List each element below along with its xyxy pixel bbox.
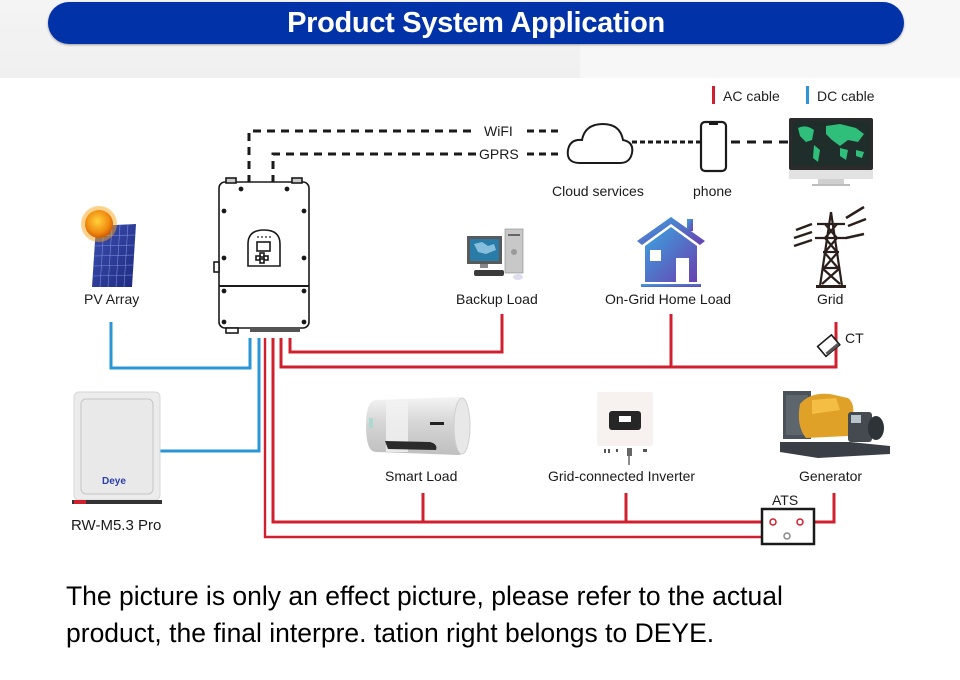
pv-array-icon	[81, 206, 136, 288]
battery-model-label: RW-M5.3 Pro	[71, 517, 161, 534]
legend-ac-label: AC cable	[723, 88, 780, 104]
generator-label: Generator	[799, 468, 862, 484]
phone-icon	[699, 120, 728, 173]
hybrid-inverter-icon	[213, 177, 310, 334]
on-grid-home-load-label: On-Grid Home Load	[605, 291, 731, 307]
ac-cable-ats-load	[263, 338, 785, 539]
ac-cables	[263, 314, 838, 539]
ac-cable-grid	[279, 322, 838, 369]
page-title: Product System Application	[287, 6, 665, 39]
pv-array-label: PV Array	[84, 291, 139, 307]
communication-links	[247, 129, 788, 183]
legend-ac-swatch	[712, 86, 715, 104]
backup-load-label: Backup Load	[456, 291, 538, 307]
ats-label: ATS	[772, 492, 798, 508]
monitor-icon	[789, 118, 873, 186]
battery-brand-logo: Deye	[102, 476, 126, 487]
disclaimer-line-1: The picture is only an effect picture, p…	[66, 581, 783, 611]
ats-switch-icon	[760, 507, 816, 546]
legend-dc-swatch	[806, 86, 809, 104]
grid-tower-icon	[793, 205, 867, 288]
title-banner: Product System Application	[48, 2, 904, 44]
grid-connected-inverter-label: Grid-connected Inverter	[548, 468, 695, 484]
ct-sensor-icon	[816, 333, 841, 358]
smart-load-icon	[366, 397, 471, 455]
gprs-label: GPRS	[479, 146, 519, 162]
dc-cable-battery	[160, 338, 261, 453]
wifi-label: WiFI	[484, 123, 513, 139]
inverter-status-dots	[257, 236, 271, 238]
dc-cable-pv	[109, 322, 252, 370]
cloud-icon	[566, 122, 634, 164]
disclaimer: The picture is only an effect picture, p…	[66, 578, 926, 652]
wifi-line	[247, 129, 477, 183]
cloud-services-label: Cloud services	[552, 183, 644, 199]
ct-label: CT	[845, 330, 864, 346]
legend-dc-label: DC cable	[817, 88, 875, 104]
ac-cable-gen-port	[271, 338, 773, 524]
disclaimer-line-2: product, the final interpre. tation righ…	[66, 618, 715, 648]
ac-cable-backup-load	[288, 314, 504, 354]
grid-label: Grid	[817, 291, 843, 307]
phone-label: phone	[693, 183, 732, 199]
grid-connected-inverter-icon	[597, 392, 653, 465]
generator-icon	[780, 391, 890, 458]
battery-icon	[72, 391, 162, 504]
gprs-line	[271, 152, 477, 183]
legend: AC cable DC cable	[712, 86, 875, 104]
smart-load-label: Smart Load	[385, 468, 457, 484]
on-grid-home-icon	[637, 217, 705, 287]
dc-cables	[109, 322, 261, 453]
backup-load-icon	[467, 228, 524, 280]
